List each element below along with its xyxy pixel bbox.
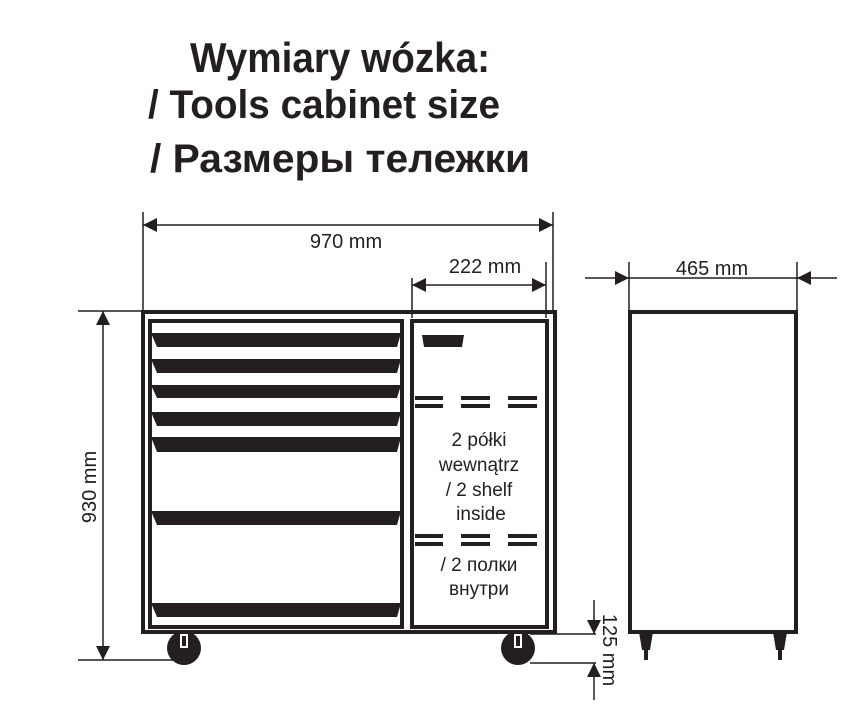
drawers xyxy=(151,333,464,617)
title-line-3: / Размеры тележки xyxy=(150,137,530,181)
svg-text:внутри: внутри xyxy=(449,579,509,600)
drawer xyxy=(151,437,401,452)
shelves xyxy=(415,396,537,546)
drawer xyxy=(151,333,401,347)
drawer xyxy=(151,359,401,373)
front-wheels xyxy=(167,631,535,665)
drawer xyxy=(151,412,401,426)
svg-text:wewnątrz: wewnątrz xyxy=(438,455,519,476)
drawer xyxy=(151,511,401,525)
height-label: 930 mm xyxy=(79,451,101,523)
door-handle xyxy=(422,335,464,347)
title-line-2: / Tools cabinet size xyxy=(148,83,500,127)
drawer xyxy=(151,603,401,617)
side-compartment xyxy=(410,319,549,629)
svg-text:/ 2 полки: / 2 полки xyxy=(441,555,518,576)
title-line-1: Wymiary wózka: xyxy=(190,34,490,81)
front-view xyxy=(78,212,557,661)
wheel-height-label: 125 mm xyxy=(598,614,620,686)
drawer xyxy=(151,385,401,398)
svg-text:inside: inside xyxy=(456,504,506,525)
svg-text:/ 2 shelf: / 2 shelf xyxy=(446,480,513,501)
svg-text:2 półki: 2 półki xyxy=(452,430,507,451)
side-outline xyxy=(628,310,798,634)
compartment-width-label: 222 mm xyxy=(449,256,521,278)
width-label: 970 mm xyxy=(310,231,382,253)
depth-label: 465 mm xyxy=(676,258,748,280)
shelf-note: 2 półki wewnątrz / 2 shelf inside / 2 по… xyxy=(438,430,519,600)
drawer-block xyxy=(148,319,404,629)
side-view xyxy=(530,262,837,700)
side-legs xyxy=(639,632,787,660)
cabinet-outline xyxy=(141,310,557,634)
